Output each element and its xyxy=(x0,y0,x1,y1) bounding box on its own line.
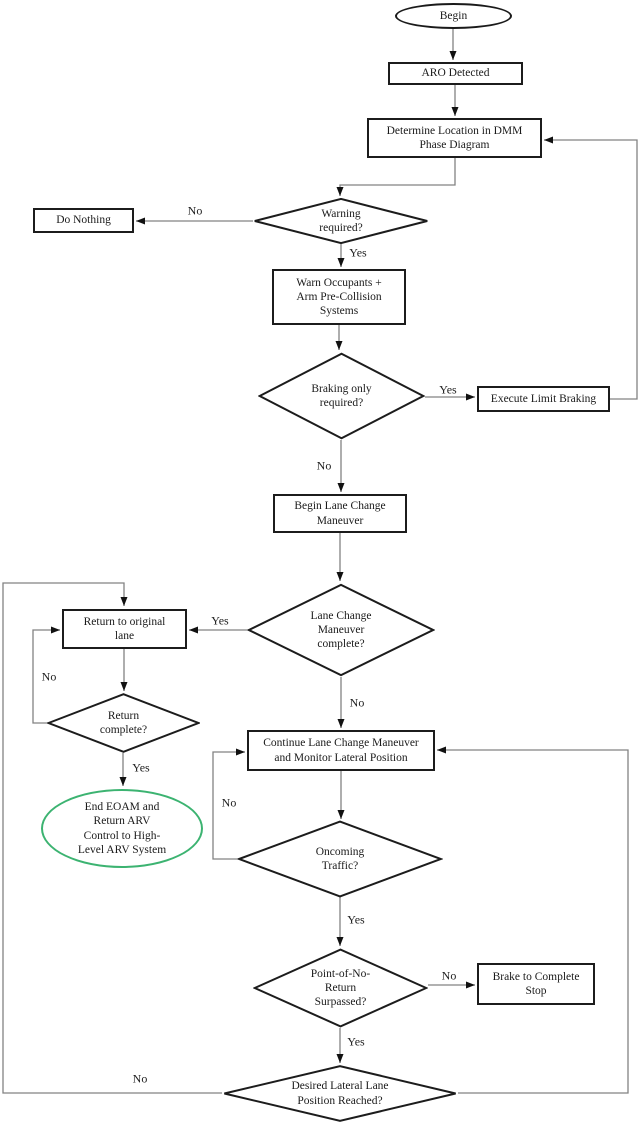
process-brake-complete-stop-label: Brake to Complete Stop xyxy=(492,970,580,997)
decision-desired-position-label: Desired Lateral Lane Position Reached? xyxy=(291,1080,389,1107)
terminal-begin: Begin xyxy=(395,3,512,29)
diamond-shape xyxy=(47,693,200,753)
edge-desired-no-loop-to-return xyxy=(2,582,222,1094)
decision-lane-change-complete: Lane Change Maneuver complete? xyxy=(247,583,435,677)
edge-execute-loop-to-dmm xyxy=(544,136,638,400)
process-return-original-lane: Return to original lane xyxy=(62,609,187,649)
terminal-begin-label: Begin xyxy=(439,9,468,22)
edge-label-ponr-no: No xyxy=(441,968,457,983)
diamond-shape xyxy=(258,352,425,440)
decision-desired-position: Desired Lateral Lane Position Reached? xyxy=(222,1065,458,1122)
diamond-shape xyxy=(222,1065,458,1122)
edge-label-braking-yes: Yes xyxy=(439,382,457,397)
process-execute-limit-braking: Execute Limit Braking xyxy=(477,386,610,412)
process-return-original-lane-label: Return to original lane xyxy=(83,615,166,642)
process-do-nothing: Do Nothing xyxy=(33,208,134,233)
process-dmm-location-label: Determine Location in DMM Phase Diagram xyxy=(386,124,523,151)
process-do-nothing-label: Do Nothing xyxy=(56,214,111,227)
process-dmm-location: Determine Location in DMM Phase Diagram xyxy=(367,118,542,158)
process-brake-complete-stop: Brake to Complete Stop xyxy=(477,963,595,1005)
process-continue-lane-change: Continue Lane Change Maneuver and Monito… xyxy=(247,730,435,771)
decision-ponr-surpassed: Point-of-No- Return Surpassed? xyxy=(253,948,428,1028)
edge-oncoming-no-loop xyxy=(212,748,245,860)
edge-label-braking-no: No xyxy=(316,458,332,473)
process-begin-lane-change-label: Begin Lane Change Maneuver xyxy=(294,500,386,527)
diamond-shape xyxy=(237,820,443,898)
edge-label-warning-yes: Yes xyxy=(349,245,367,260)
edge-label-oncoming-no: No xyxy=(221,795,237,810)
edge-label-lcm-no: No xyxy=(349,695,365,710)
decision-warning-required: Warning required? xyxy=(253,198,429,244)
process-execute-limit-braking-label: Execute Limit Braking xyxy=(490,392,597,405)
diamond-shape xyxy=(253,198,429,244)
decision-braking-only-label: Braking only required? xyxy=(311,382,372,409)
edge-label-return-yes: Yes xyxy=(132,760,150,775)
process-begin-lane-change: Begin Lane Change Maneuver xyxy=(273,494,407,533)
edge-label-ponr-yes: Yes xyxy=(347,1034,365,1049)
diamond-shape xyxy=(253,948,428,1028)
process-aro-detected: ARO Detected xyxy=(388,62,523,85)
decision-warning-required-label: Warning required? xyxy=(319,207,363,234)
process-continue-lane-change-label: Continue Lane Change Maneuver and Monito… xyxy=(263,737,419,764)
terminal-end-eoam-label: End EOAM and Return ARV Control to High-… xyxy=(77,801,167,856)
decision-lane-change-complete-label: Lane Change Maneuver complete? xyxy=(310,609,372,651)
decision-ponr-surpassed-label: Point-of-No- Return Surpassed? xyxy=(310,967,371,1009)
terminal-end-eoam: End EOAM and Return ARV Control to High-… xyxy=(41,789,203,868)
edge-dmm-to-warning xyxy=(336,158,456,196)
edge-label-lcm-yes: Yes xyxy=(211,613,229,628)
edge-desired-loop-to-continue xyxy=(437,746,629,1094)
edge-label-return-no: No xyxy=(41,669,57,684)
diamond-shape xyxy=(247,583,435,677)
edge-label-desired-no: No xyxy=(132,1071,148,1086)
decision-return-complete-label: Return complete? xyxy=(99,709,148,736)
decision-return-complete: Return complete? xyxy=(47,693,200,753)
edge-label-warning-no: No xyxy=(187,203,203,218)
decision-oncoming-traffic: Oncoming Traffic? xyxy=(237,820,443,898)
process-aro-detected-label: ARO Detected xyxy=(421,67,490,80)
process-warn-occupants-label: Warn Occupants + Arm Pre-Collision Syste… xyxy=(296,276,382,318)
decision-braking-only: Braking only required? xyxy=(258,352,425,440)
edge-label-oncoming-yes: Yes xyxy=(347,912,365,927)
edge-return-complete-no-loop xyxy=(32,626,60,724)
process-warn-occupants: Warn Occupants + Arm Pre-Collision Syste… xyxy=(272,269,406,325)
decision-oncoming-traffic-label: Oncoming Traffic? xyxy=(315,845,365,872)
